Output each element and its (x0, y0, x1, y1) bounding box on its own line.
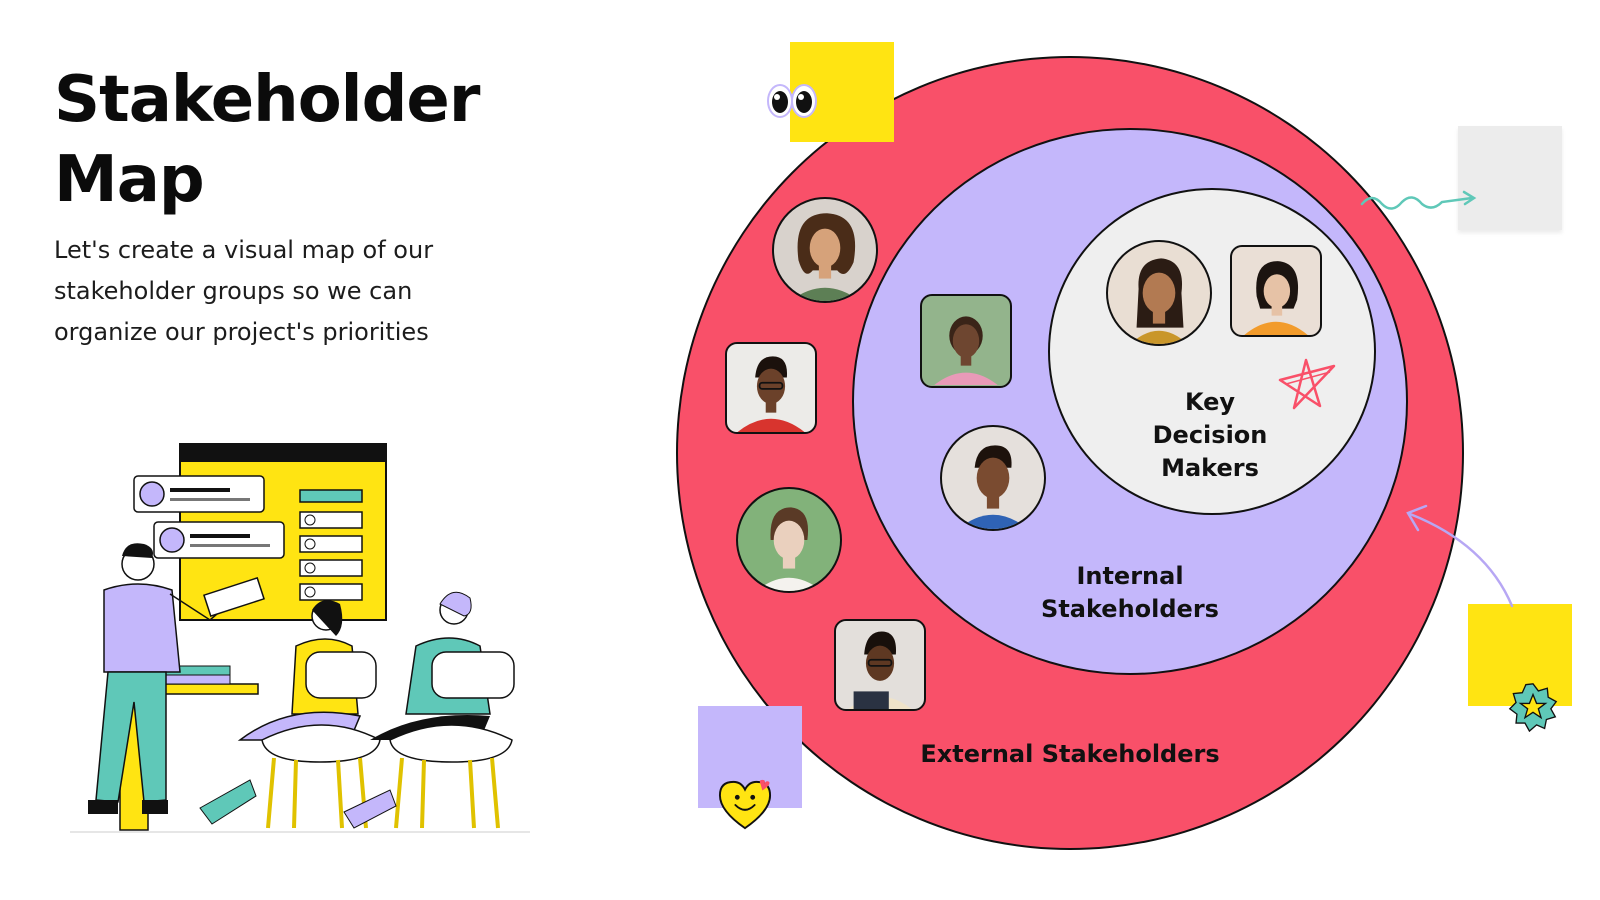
stakeholder-photo (772, 197, 878, 303)
seated-figure (199, 600, 381, 829)
title-line: Stakeholder (54, 63, 480, 137)
external-stakeholders-label: External Stakeholders (900, 738, 1240, 771)
key-decision-makers-label: Key Decision Makers (1110, 386, 1310, 485)
yellow-sticky-note (1468, 604, 1572, 706)
ring-label-line: Stakeholders (1041, 595, 1219, 623)
team-meeting-illustration (70, 443, 530, 833)
stakeholder-photo (1106, 240, 1212, 346)
presentation-board (179, 443, 387, 621)
profile-card (133, 475, 265, 513)
star-doodle-icon (1278, 358, 1336, 410)
stakeholder-photo (920, 294, 1012, 388)
ring-label-line: Internal (1076, 562, 1184, 590)
key-decision-makers-circle (1048, 188, 1376, 515)
subtitle-line: Let's create a visual map of our (54, 236, 434, 264)
ring-label-line: External Stakeholders (920, 740, 1220, 768)
stakeholder-photo (834, 619, 926, 711)
ring-label-line: Decision (1152, 421, 1268, 449)
title-line: Map (54, 143, 205, 217)
subtitle-line: stakeholder groups so we can (54, 277, 413, 305)
stakeholder-photo (736, 487, 842, 593)
gray-sticky-note (1458, 126, 1562, 230)
ring-label-line: Key (1184, 388, 1236, 416)
ring-label-line: Makers (1161, 454, 1259, 482)
heart-smiley-icon (718, 779, 772, 830)
page-subtitle: Let's create a visual map of our stakeho… (54, 230, 433, 353)
profile-card (153, 521, 285, 559)
googly-eyes-icon (767, 84, 817, 118)
stakeholder-photo (940, 425, 1046, 531)
curved-arrow-icon (1406, 504, 1514, 608)
squiggle-arrow-icon (1360, 190, 1477, 210)
seated-figure (343, 591, 515, 829)
subtitle-line: organize our project's priorities (54, 318, 429, 346)
stakeholder-photo (1230, 245, 1322, 337)
page-title: Stakeholder Map (54, 60, 480, 220)
stakeholder-photo (725, 342, 817, 434)
presenter-figure (88, 543, 265, 814)
internal-stakeholders-label: Internal Stakeholders (1010, 560, 1250, 626)
star-badge-icon (1508, 683, 1558, 732)
